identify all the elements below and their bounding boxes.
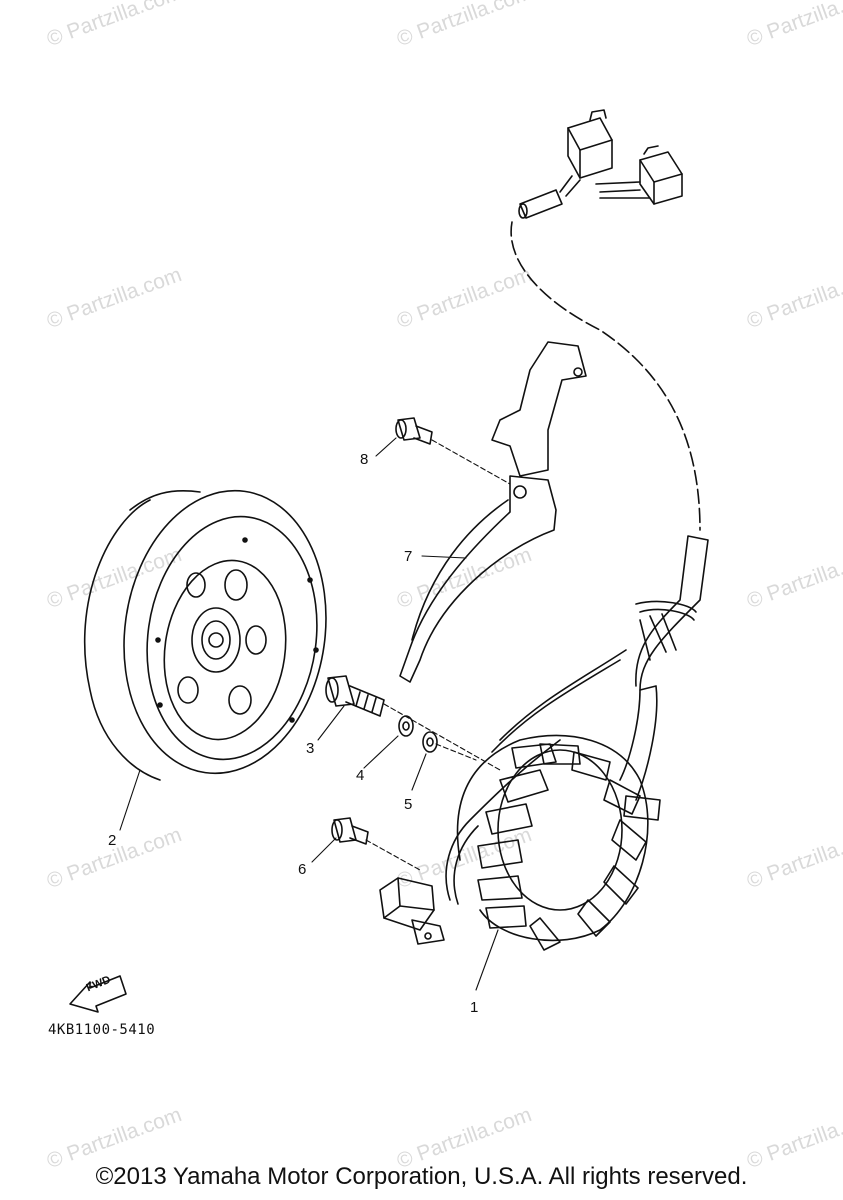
callout-6: 6 xyxy=(298,861,307,878)
bolt-6 xyxy=(331,817,369,845)
forward-arrow-icon xyxy=(69,975,127,1013)
callout-2: 2 xyxy=(108,832,117,849)
callout-3: 3 xyxy=(306,740,315,757)
callout-5: 5 xyxy=(404,796,413,813)
part-number-code: 4KB1100-5410 xyxy=(48,1022,156,1038)
leader-lines xyxy=(119,437,511,991)
flywheel-rotor xyxy=(83,489,327,781)
callout-1: 1 xyxy=(470,999,479,1016)
bolt-8 xyxy=(395,417,433,445)
bolt-3 xyxy=(325,675,385,717)
callout-7: 7 xyxy=(404,548,413,565)
callout-4: 4 xyxy=(356,767,365,784)
washer-5 xyxy=(422,731,438,753)
callout-8: 8 xyxy=(360,451,369,468)
stator-assembly xyxy=(445,535,709,951)
copyright-notice: ©2013 Yamaha Motor Corporation, U.S.A. A… xyxy=(95,1163,748,1190)
stator-lead-bracket xyxy=(399,341,587,683)
wire-connectors xyxy=(510,109,701,531)
pulser-coil xyxy=(379,877,445,945)
washer-4 xyxy=(398,715,414,737)
